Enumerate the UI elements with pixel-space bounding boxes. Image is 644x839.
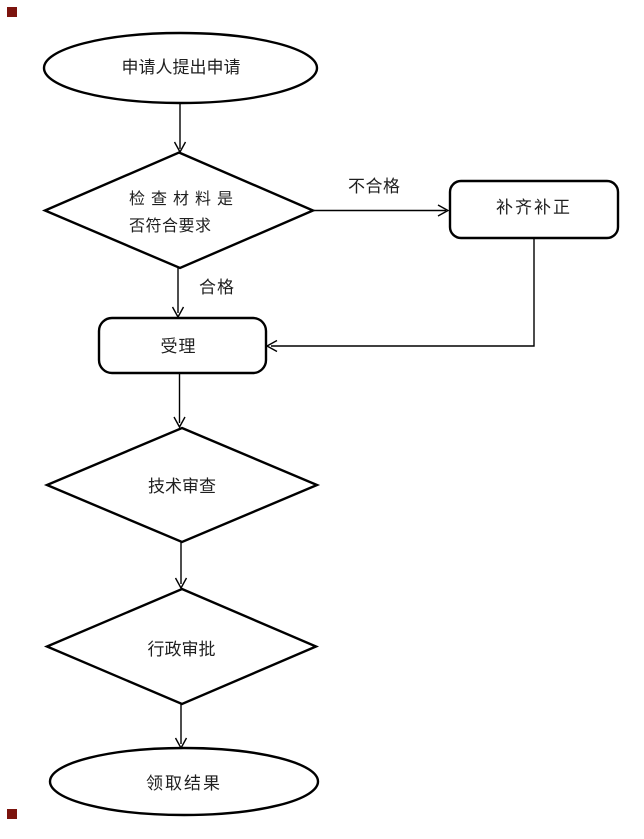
check-materials-label-line-1: 检查材料是 [129, 191, 240, 208]
arrowhead-administrative-to-end [174, 737, 188, 750]
arrowhead-check-to-supplement [437, 204, 450, 217]
administrative-approval-node-label: 行政审批 [147, 640, 216, 659]
technical-review-diamond-shape [43, 426, 321, 544]
check-materials-label-line-2: 否符合要求 [129, 218, 212, 235]
corner-mark-top-left [7, 7, 17, 17]
check-materials-label: 检查材料是 否符合要求 [129, 186, 247, 240]
arrowhead-check-to-accept [171, 306, 185, 319]
arrowhead-supplement-to-accept [265, 339, 278, 353]
edge-label-pass: 合格 [199, 278, 235, 297]
accept-box-shape [97, 316, 268, 375]
corner-mark-bottom-left [7, 809, 17, 819]
arrowhead-start-to-check [173, 141, 187, 154]
end-ellipse-shape [48, 746, 320, 817]
accept-node-label: 受理 [160, 337, 197, 356]
supplement-node-label: 补齐补正 [496, 198, 572, 217]
arrowhead-technical-to-administrative [174, 577, 188, 590]
start-node-label: 申请人提出申请 [121, 58, 241, 77]
edge-label-fail: 不合格 [348, 177, 401, 196]
connector-supplement-to-accept [271, 238, 535, 347]
technical-review-node-label: 技术审查 [148, 477, 216, 496]
check-materials-diamond-shape [41, 151, 317, 270]
arrowhead-accept-to-technical-review [173, 416, 186, 429]
administrative-approval-diamond-shape [43, 587, 320, 706]
end-node-label: 领取结果 [146, 774, 222, 793]
